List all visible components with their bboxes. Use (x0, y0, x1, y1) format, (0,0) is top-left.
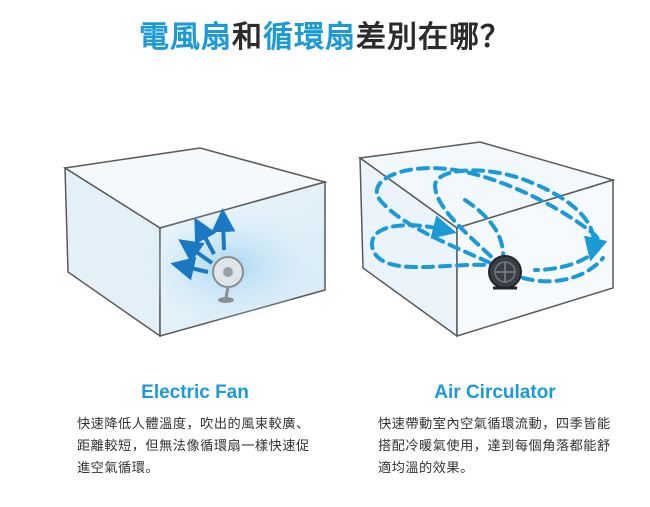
electric-fan-heading: Electric Fan (141, 382, 249, 403)
air-circulator-icon (488, 255, 522, 290)
air-circulator-heading: Air Circulator (434, 382, 556, 403)
air-circulator-description: 快速帶動室內空氣循環流動，四季皆能搭配冷暖氣使用，達到每個角落都能舒適均溫的效果… (378, 417, 611, 476)
title-question: 差別在哪？ (356, 20, 511, 55)
air-circulator-illustration (358, 141, 616, 338)
page-title: 電風扇和循環扇差別在哪？ (0, 18, 650, 58)
electric-fan-description: 快速降低人體溫度，吹出的風束較廣、距離較短，但無法像循環扇一樣快速促進空氣循環。 (77, 417, 310, 476)
title-air-circulator: 循環扇 (263, 20, 356, 55)
electric-fan-illustration (62, 147, 328, 338)
electric-fan-icon (212, 256, 244, 303)
title-electric-fan: 電風扇 (139, 20, 232, 55)
title-and: 和 (232, 20, 263, 55)
